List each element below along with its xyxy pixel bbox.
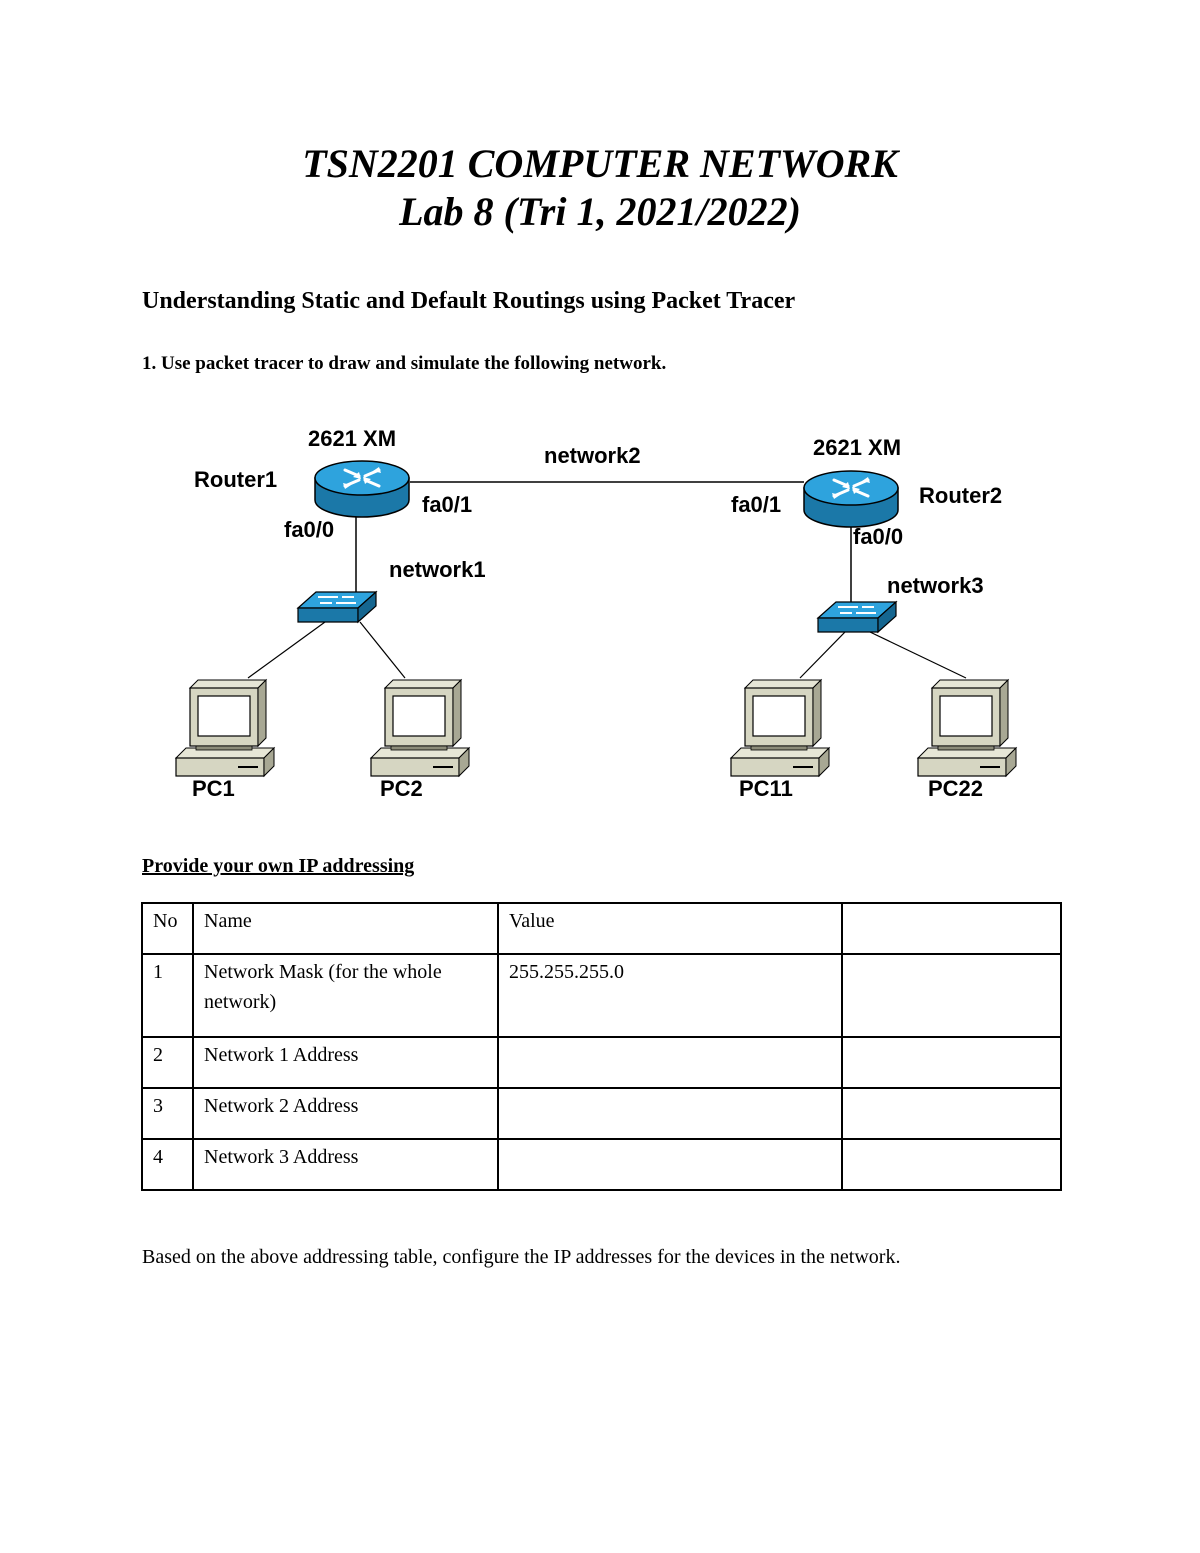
router2-port-fa01-label: fa0/1 [731,492,781,517]
row-extra [841,953,1062,1038]
row-name: Network 3 Address [192,1138,499,1191]
row-name: Network 1 Address [192,1036,499,1089]
section-heading: Understanding Static and Default Routing… [142,288,796,314]
row-extra [841,1036,1062,1089]
row-value [497,1138,843,1191]
instruction-footer-text: Based on the above addressing table, con… [142,1246,901,1268]
switch1-icon [297,591,377,623]
link-switch1-pc1 [247,621,326,679]
table-row: 4 Network 3 Address [141,1138,1062,1191]
link-switch2-pc11 [799,631,846,679]
pc11-label: PC11 [739,776,793,801]
network1-label: network1 [389,557,486,582]
row-name: Network Mask (for the whole network) [192,953,499,1038]
header-value: Value [497,902,843,955]
document-title-line2: Lab 8 (Tri 1, 2021/2022) [399,189,801,234]
row-value [497,1087,843,1140]
router2-model-label: 2621 XM [813,435,901,460]
document-title-line1: TSN2201 COMPUTER NETWORK [302,141,898,186]
row-value: 255.255.255.0 [497,953,843,1038]
pc2-icon [370,679,470,777]
pc22-icon [917,679,1017,777]
row-number: 1 [141,953,194,1038]
network3-label: network3 [887,573,984,598]
addressing-table: No Name Value 1 Network Mask (for the wh… [141,902,1062,1191]
router1-model-label: 2621 XM [308,426,396,451]
switch2-icon [817,601,897,633]
header-no: No [141,902,194,955]
router1-port-fa01-label: fa0/1 [422,492,472,517]
link-switch1-pc2 [359,621,406,679]
link-switch2-pc22 [869,631,967,679]
row-extra [841,1087,1062,1140]
row-name: Network 2 Address [192,1087,499,1140]
router2-port-fa00-label: fa0/0 [853,524,903,549]
network2-label: network2 [544,443,641,468]
pc11-icon [730,679,830,777]
pc2-label: PC2 [380,776,423,801]
pc22-label: PC22 [928,776,983,801]
ip-addressing-heading: Provide your own IP addressing [142,855,415,877]
pc1-icon [175,679,275,777]
router1-icon [313,459,411,519]
router1-name-label: Router1 [194,467,277,492]
row-number: 2 [141,1036,194,1089]
header-extra [841,902,1062,955]
table-row: 1 Network Mask (for the whole network) 2… [141,953,1062,1038]
pc1-label: PC1 [192,776,235,801]
row-value [497,1036,843,1089]
network-topology-diagram: 2621 XM Router1 fa0/0 fa0/1 network2 net… [175,426,1017,801]
table-row: 3 Network 2 Address [141,1087,1062,1140]
router2-icon [802,469,900,529]
row-number: 4 [141,1138,194,1191]
row-extra [841,1138,1062,1191]
table-header-row: No Name Value [141,902,1062,955]
table-row: 2 Network 1 Address [141,1036,1062,1089]
router1-port-fa00-label: fa0/0 [284,517,334,542]
header-name: Name [192,902,499,955]
row-number: 3 [141,1087,194,1140]
instruction-text: 1. Use packet tracer to draw and simulat… [142,353,667,374]
router2-name-label: Router2 [919,483,1002,508]
